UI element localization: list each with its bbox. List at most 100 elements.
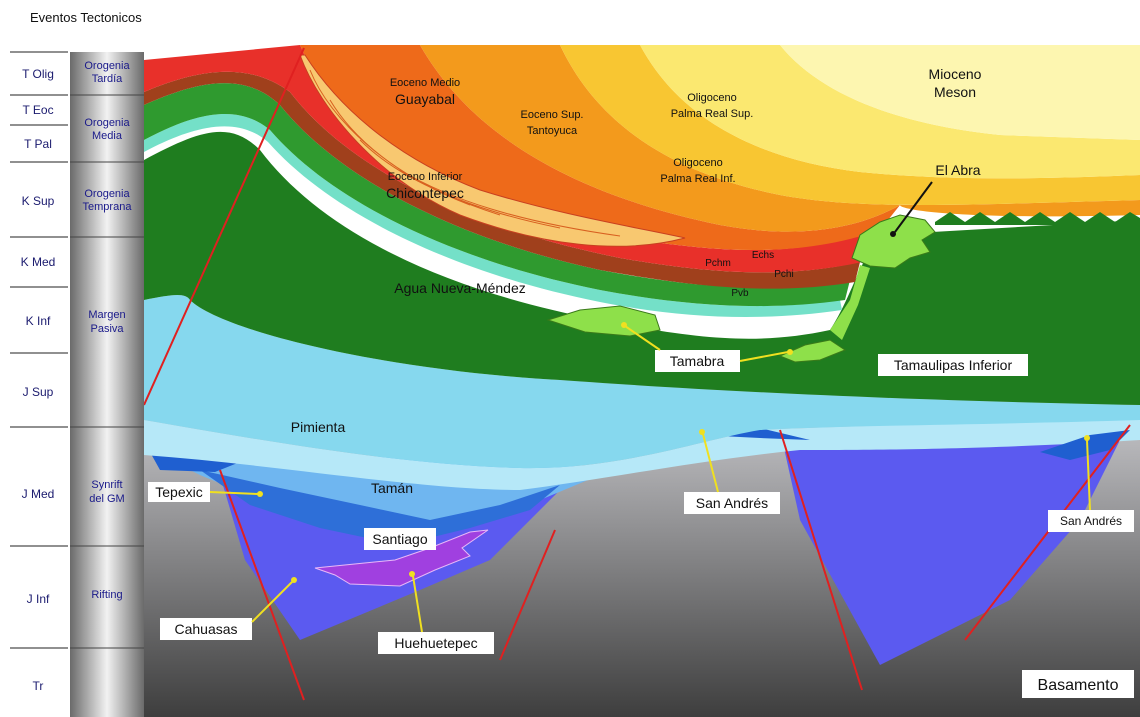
oligoceno-sup-layer: [640, 45, 1140, 179]
leader-dot: [409, 571, 415, 577]
age-label: K Med: [21, 255, 56, 269]
agua-nueva-mendez-layer: [144, 83, 850, 307]
label-cahuasas: Cahuasas: [174, 621, 237, 637]
santiago-box: [364, 528, 436, 550]
label-guayabal: Guayabal: [395, 91, 455, 107]
leader-el-abra: [894, 181, 933, 233]
fault-line: [779, 429, 863, 691]
age-label: K Inf: [26, 314, 51, 328]
label-pchi: Pchi: [774, 269, 793, 280]
events-column-bar: [70, 52, 144, 717]
label-basamento: Basamento: [1038, 677, 1119, 694]
age-label: T Olig: [22, 67, 54, 81]
eoceno-layer: [420, 45, 1140, 232]
age-label: T Pal: [24, 137, 52, 151]
age-label: J Sup: [23, 385, 54, 399]
age-label: T Eoc: [22, 103, 53, 117]
event-label: Orogenia: [84, 60, 130, 72]
cross-section-panel: [144, 45, 1140, 717]
chicontepec-hatching: [309, 69, 621, 237]
leader-dot: [621, 322, 627, 328]
leader-dot: [787, 349, 793, 355]
santiago-layer: [200, 470, 560, 545]
san-andres-box: [684, 492, 780, 514]
tamaulipas-box: [878, 354, 1028, 376]
label-chicontepec: Chicontepec: [386, 185, 464, 201]
cahuasas-right-layer: [780, 430, 1125, 665]
label-eoceno-sup: Eoceno Sup.: [521, 109, 584, 121]
chart-title: Eventos Tectonicos: [30, 10, 142, 25]
label-santiago: Santiago: [372, 531, 427, 547]
label-pimienta: Pimienta: [291, 419, 346, 435]
leader-dot: [1084, 435, 1090, 441]
label-tepexic: Tepexic: [155, 484, 202, 500]
label-palma-real-inf: Palma Real Inf.: [660, 173, 735, 185]
leader-dot: [291, 577, 297, 583]
age-label: J Inf: [27, 592, 50, 606]
event-label: Orogenia: [84, 117, 130, 129]
cahuasas-box: [160, 618, 252, 640]
label-tamabra: Tamabra: [670, 353, 725, 369]
label-eoceno-medio: Eoceno Medio: [390, 77, 460, 89]
label-taman: Tamán: [371, 480, 413, 496]
leader-dot: [890, 231, 896, 237]
label-eoceno-inferior: Eoceno Inferior: [388, 171, 463, 183]
age-label: Tr: [33, 679, 44, 693]
label-pvb: Pvb: [731, 288, 749, 299]
tamabra-box: [655, 350, 740, 372]
san-andres-right-reef: [1040, 430, 1130, 460]
event-label: Tardía: [92, 73, 123, 85]
formation-labels: Eoceno Medio Guayabal Eoceno Sup. Tantoy…: [148, 66, 1134, 698]
fault-line: [219, 469, 305, 701]
event-label: Media: [92, 130, 123, 142]
tamabra-slope: [830, 265, 870, 340]
san-andres-right-box: [1048, 510, 1134, 532]
event-label: Synrift: [91, 479, 122, 491]
fault-line: [499, 529, 556, 661]
age-label: J Med: [22, 487, 55, 501]
leader-tepexic: [209, 491, 259, 495]
label-san-andres-right: San Andrés: [1060, 514, 1122, 528]
leader-tamabra: [739, 351, 789, 362]
paleoceno-layer: [300, 45, 900, 251]
leader-san-andres: [702, 433, 719, 493]
el-abra-reef: [851, 214, 936, 269]
age-label: K Sup: [22, 194, 55, 208]
pimienta-layer: [144, 412, 1140, 490]
tamabra-reef-2: [778, 339, 847, 363]
leader-dot: [257, 491, 263, 497]
label-tantoyuca: Tantoyuca: [527, 125, 578, 137]
label-echs: Echs: [752, 250, 774, 261]
event-label: Orogenia: [84, 188, 130, 200]
leader-san-andres-right: [1086, 439, 1091, 511]
label-huehuetepec: Huehuetepec: [394, 635, 477, 651]
leader-cahuasas: [251, 581, 293, 623]
fault-line: [144, 47, 305, 406]
tamaulipas-inferior-layer: [144, 131, 1140, 406]
leader-tamabra: [624, 325, 661, 351]
label-meson: Meson: [934, 84, 976, 100]
tamabra-reef-1: [546, 305, 661, 337]
basamento-box: [1022, 670, 1134, 698]
age-column: T Olig T Eoc T Pal K Sup K Med K Inf J S…: [10, 51, 68, 693]
fault-line: [964, 424, 1131, 641]
label-palma-real-sup: Palma Real Sup.: [671, 108, 754, 120]
leader-huehuetepec: [412, 575, 423, 633]
platform-margin: [935, 212, 1140, 225]
label-pchm: Pchm: [705, 258, 731, 269]
huehuetepec-box: [378, 632, 494, 654]
events-column: Orogenia Tardía Orogenia Media Orogenia …: [70, 52, 144, 717]
j-sup-layer: [144, 295, 1140, 469]
mioceno-layer: [780, 45, 1140, 140]
label-san-andres: San Andrés: [696, 495, 768, 511]
chicontepec-fan: [299, 54, 686, 247]
event-label: Rifting: [91, 589, 122, 601]
leader-dot: [699, 429, 705, 435]
label-oligoceno-sup: Oligoceno: [687, 92, 737, 104]
event-label: Pasiva: [90, 323, 124, 335]
label-tamaulipas-inferior: Tamaulipas Inferior: [894, 357, 1013, 373]
tepexic-box: [148, 482, 210, 502]
event-label: Temprana: [83, 201, 133, 213]
label-mioceno: Mioceno: [929, 66, 982, 82]
